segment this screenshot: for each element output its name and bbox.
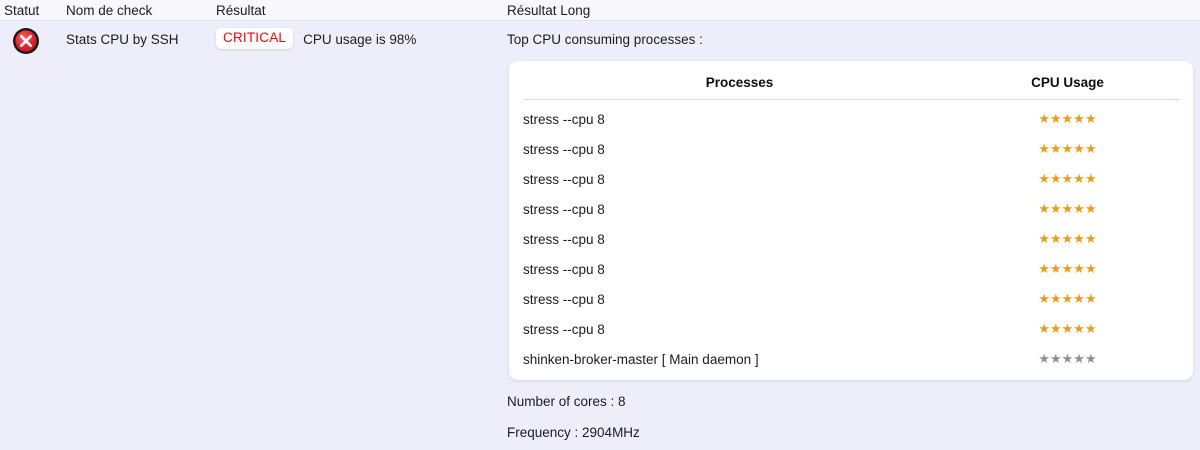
process-name: stress --cpu 8 bbox=[523, 321, 605, 337]
cpu-usage-rating: ★★★★★ bbox=[956, 164, 1179, 194]
critical-x-icon[interactable] bbox=[12, 27, 40, 55]
cpu-usage-rating: ★★★★★ bbox=[956, 100, 1179, 135]
process-name: stress --cpu 8 bbox=[523, 231, 605, 247]
process-name: stress --cpu 8 bbox=[523, 171, 605, 187]
table-row: stress --cpu 8 ★★★★★ bbox=[523, 194, 1179, 224]
star-rating: ★★★★★ bbox=[1038, 321, 1097, 336]
column-header-resultat: Résultat bbox=[216, 3, 266, 18]
star-rating: ★★★★★ bbox=[1038, 261, 1097, 276]
star-rating: ★★★★★ bbox=[1038, 231, 1097, 246]
star-rating: ★★★★★ bbox=[1038, 141, 1097, 156]
table-row: stress --cpu 8 ★★★★★ bbox=[523, 284, 1179, 314]
star-rating: ★★★★★ bbox=[1038, 201, 1097, 216]
star-rating: ★★★★★ bbox=[1038, 291, 1097, 306]
cpu-usage-rating: ★★★★★ bbox=[956, 224, 1179, 254]
table-row: stress --cpu 8 ★★★★★ bbox=[523, 134, 1179, 164]
process-name: stress --cpu 8 bbox=[523, 201, 605, 217]
cpu-usage-rating: ★★★★★ bbox=[956, 284, 1179, 314]
star-rating: ★★★★★ bbox=[1038, 351, 1097, 366]
process-card: Processes CPU Usage stress --cpu 8 ★★★★★… bbox=[509, 61, 1193, 380]
cpu-usage-column-header: CPU Usage bbox=[955, 61, 1179, 100]
frequency-line: Frequency : 2904MHz bbox=[507, 425, 640, 440]
column-header-resultat-long: Résultat Long bbox=[507, 3, 591, 18]
table-row: stress --cpu 8 ★★★★★ bbox=[523, 100, 1179, 135]
star-rating: ★★★★★ bbox=[1038, 171, 1097, 186]
star-rating: ★★★★★ bbox=[1038, 111, 1097, 126]
table-row: shinken-broker-master [ Main daemon ] ★★… bbox=[523, 344, 1179, 380]
long-output-intro: Top CPU consuming processes : bbox=[507, 32, 703, 47]
check-result-row: Stats CPU by SSH CRITICAL CPU usage is 9… bbox=[0, 22, 1200, 450]
cpu-usage-rating: ★★★★★ bbox=[956, 344, 1179, 380]
result-summary-text: CPU usage is 98% bbox=[303, 31, 417, 47]
table-row: stress --cpu 8 ★★★★★ bbox=[523, 314, 1179, 344]
table-row: stress --cpu 8 ★★★★★ bbox=[523, 164, 1179, 194]
column-header-statut: Statut bbox=[4, 3, 40, 18]
process-name: stress --cpu 8 bbox=[523, 291, 605, 307]
status-cell bbox=[12, 27, 40, 55]
column-header-row: Statut Nom de check Résultat Résultat Lo… bbox=[0, 0, 1200, 21]
process-name: stress --cpu 8 bbox=[523, 261, 605, 277]
long-output-cell: Top CPU consuming processes : Processes … bbox=[507, 22, 1197, 442]
process-table-body: stress --cpu 8 ★★★★★ stress --cpu 8 ★★★★… bbox=[523, 100, 1179, 381]
table-row: stress --cpu 8 ★★★★★ bbox=[523, 254, 1179, 284]
process-table: Processes CPU Usage stress --cpu 8 ★★★★★… bbox=[523, 61, 1179, 380]
cpu-usage-rating: ★★★★★ bbox=[956, 314, 1179, 344]
process-name: stress --cpu 8 bbox=[523, 111, 605, 127]
process-column-header: Processes bbox=[523, 61, 956, 100]
cpu-usage-rating: ★★★★★ bbox=[956, 254, 1179, 284]
check-name-label[interactable]: Stats CPU by SSH bbox=[66, 32, 179, 47]
process-table-header-row: Processes CPU Usage bbox=[523, 61, 1179, 100]
process-name: shinken-broker-master [ Main daemon ] bbox=[523, 351, 759, 367]
cpu-usage-rating: ★★★★★ bbox=[956, 134, 1179, 164]
status-badge: CRITICAL bbox=[216, 28, 294, 49]
table-row: stress --cpu 8 ★★★★★ bbox=[523, 224, 1179, 254]
cpu-usage-rating: ★★★★★ bbox=[956, 194, 1179, 224]
column-header-nom-de-check: Nom de check bbox=[66, 3, 153, 18]
result-cell: CRITICAL CPU usage is 98% bbox=[216, 28, 416, 49]
process-name: stress --cpu 8 bbox=[523, 141, 605, 157]
number-of-cores-line: Number of cores : 8 bbox=[507, 394, 626, 409]
